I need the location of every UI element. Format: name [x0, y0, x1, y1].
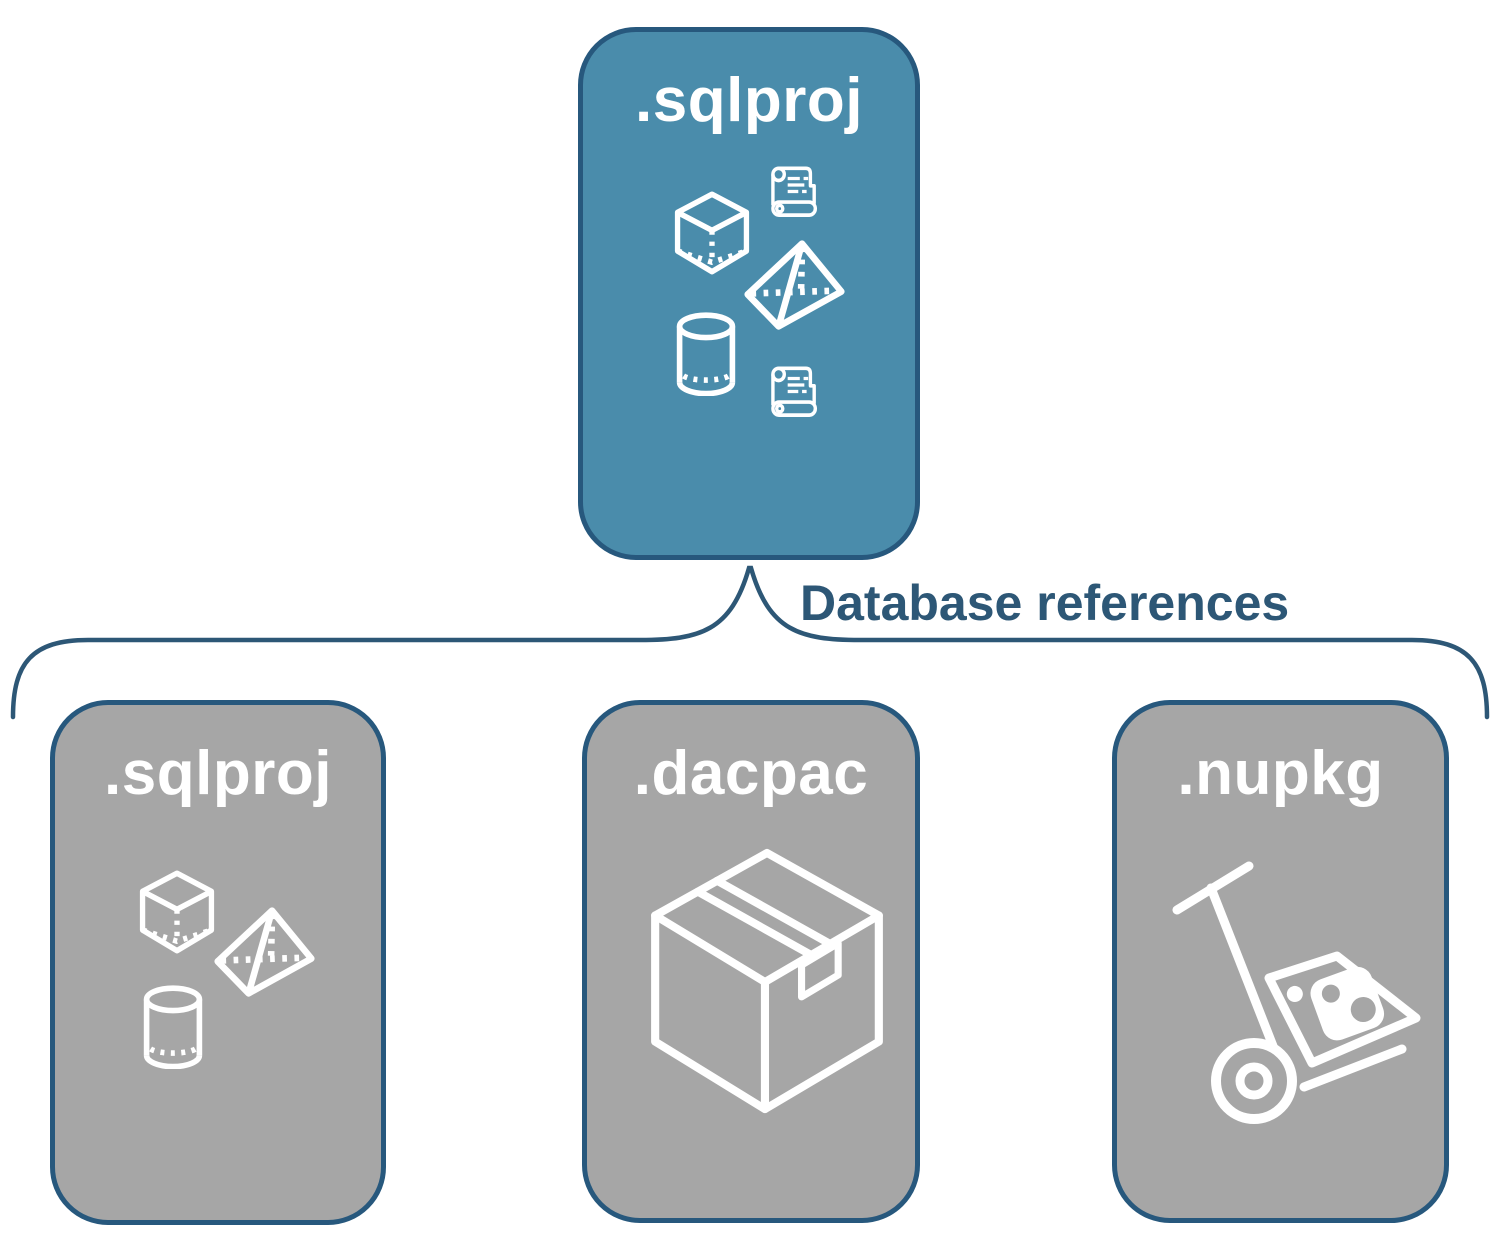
card-sqlproj-root: .sqlproj [578, 27, 920, 560]
card-title: .sqlproj [104, 739, 332, 808]
cylinder-icon [141, 985, 205, 1069]
pyramid-icon [213, 905, 316, 999]
card-title: .nupkg [1177, 739, 1384, 808]
package-box-icon [645, 845, 889, 1123]
cube-icon [136, 869, 218, 955]
scroll-icon [771, 166, 818, 217]
card-title: .sqlproj [635, 66, 863, 135]
card-sqlproj-child: .sqlproj [50, 700, 386, 1225]
scroll-icon [771, 366, 818, 417]
card-title: .dacpac [633, 739, 869, 808]
cube-icon [671, 190, 753, 276]
pyramid-icon [743, 238, 846, 332]
card-nupkg: .nupkg [1112, 700, 1449, 1223]
nuget-handtruck-icon [1169, 853, 1429, 1133]
card-dacpac: .dacpac [582, 700, 920, 1223]
connector-label: Database references [800, 575, 1290, 631]
cylinder-icon [674, 312, 738, 396]
brace-connector [10, 565, 1490, 720]
